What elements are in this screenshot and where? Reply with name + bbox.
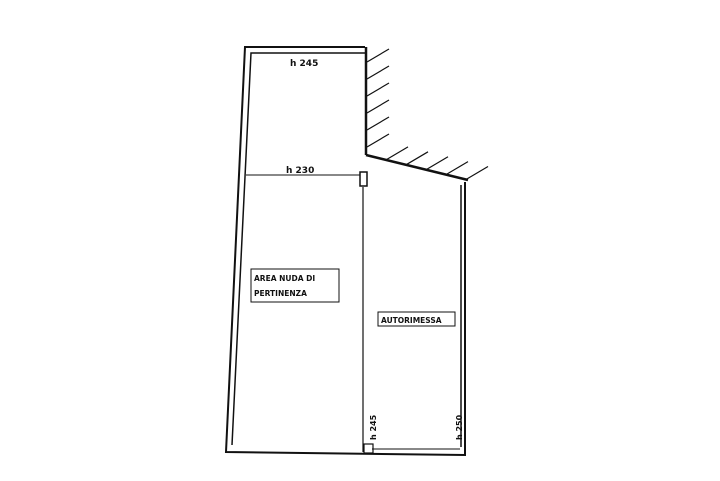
height-label-mid: h 230 xyxy=(286,166,314,176)
room-label-box-left xyxy=(250,268,340,303)
outer-wall-inner xyxy=(231,52,365,446)
hatch-line xyxy=(366,116,390,131)
height-label-top: h 245 xyxy=(290,59,318,69)
outer-wall xyxy=(224,46,466,457)
earth-hatching xyxy=(366,48,489,181)
hatch-line xyxy=(366,99,390,114)
height-label-bottom-inner: h 245 xyxy=(369,414,378,440)
hatch-line xyxy=(385,146,409,161)
hatch-line xyxy=(366,133,390,148)
hatch-line xyxy=(445,161,469,176)
hatch-line xyxy=(465,165,489,181)
height-label-bottom-right: h 250 xyxy=(455,414,464,440)
pillar xyxy=(359,171,368,187)
room-label-right: AUTORIMESSA xyxy=(381,316,442,325)
room-label-left-line1: AREA NUDA DI xyxy=(254,274,315,283)
hatch-line xyxy=(405,151,429,166)
hatch-line xyxy=(425,156,449,171)
hatch-line xyxy=(366,48,390,63)
pillar-bottom xyxy=(363,443,374,454)
hatch-line xyxy=(366,82,390,97)
walls xyxy=(224,46,469,457)
room-label-left-line2: PERTINENZA xyxy=(254,289,307,298)
retaining-wall-diagonal xyxy=(365,153,469,182)
hatch-line xyxy=(366,65,390,80)
room-label-box-right xyxy=(377,311,456,327)
